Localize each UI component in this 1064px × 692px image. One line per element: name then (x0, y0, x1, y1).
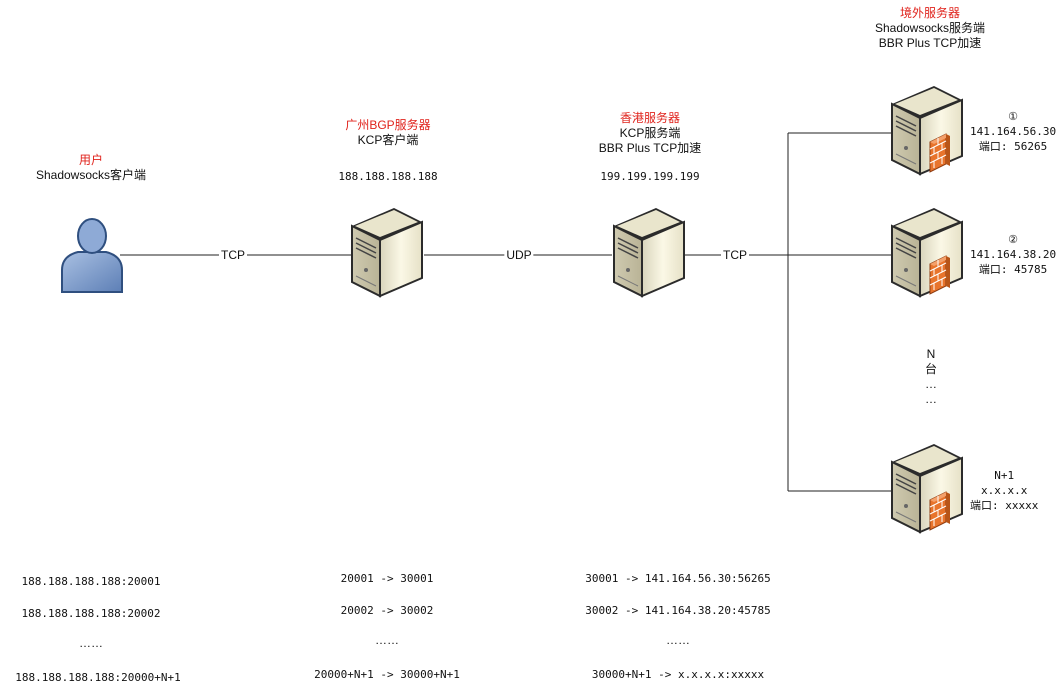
overseas-server-n1-icon (891, 443, 963, 533)
user-icon (61, 218, 123, 293)
hk-label: 香港服务器 KCP服务端 BBR Plus TCP加速 (599, 111, 701, 156)
hk-line2: BBR Plus TCP加速 (598, 141, 702, 155)
overseas-line2: BBR Plus TCP加速 (878, 36, 982, 50)
gz-ip: 188.188.188.188 (338, 170, 438, 183)
overseas-line1: Shadowsocks服务端 (874, 21, 986, 35)
server-2-port: 端口: 45785 (978, 263, 1048, 276)
server-1-info: ① 141.164.56.30 端口: 56265 (970, 109, 1056, 154)
tcp-label-2: TCP (721, 248, 749, 262)
udp-label: UDP (504, 248, 534, 262)
overseas-label: 境外服务器 Shadowsocks服务端 BBR Plus TCP加速 (875, 6, 985, 51)
user-label: 用户 Shadowsocks客户端 (36, 153, 146, 183)
overseas-server-2-icon (891, 207, 963, 297)
server-1-ip: 141.164.56.30 (970, 125, 1057, 138)
mapping-col2-row2: 20002 -> 30002 (340, 604, 434, 617)
n-servers-note: N 台 … … (924, 347, 938, 407)
mapping-col2-row3: …… (375, 633, 399, 647)
gz-server-icon (351, 207, 423, 297)
hk-server-icon (613, 207, 685, 297)
tai-label: 台 (924, 362, 937, 376)
gz-subtitle: KCP客户端 (357, 133, 419, 147)
tcp-label-1: TCP (219, 248, 247, 262)
overseas-title: 境外服务器 (899, 6, 961, 20)
mapping-col3-row1: 30001 -> 141.164.56.30:56265 (585, 572, 771, 585)
mapping-col1-row1: 188.188.188.188:20001 (21, 575, 161, 588)
server-2-ip: 141.164.38.20 (970, 248, 1057, 261)
server-n1-port: 端口: xxxxx (970, 499, 1039, 512)
hk-line1: KCP服务端 (619, 126, 681, 140)
hk-ip: 199.199.199.199 (600, 170, 700, 183)
server-n1-num: N+1 (994, 469, 1015, 482)
n-label: N (926, 347, 936, 361)
server-2-num: ② (1008, 233, 1018, 246)
server-2-info: ② 141.164.38.20 端口: 45785 (970, 232, 1056, 277)
server-n1-info: N+1 x.x.x.x 端口: xxxxx (970, 468, 1038, 513)
mapping-col2-row4: 20000+N+1 -> 30000+N+1 (314, 668, 460, 681)
server-1-num: ① (1008, 110, 1018, 123)
mapping-col3-row4: 30000+N+1 -> x.x.x.x:xxxxx (591, 668, 765, 681)
overseas-server-1-icon (891, 85, 963, 175)
mapping-col1-row4: 188.188.188.188:20000+N+1 (15, 671, 181, 684)
mapping-col1-row2: 188.188.188.188:20002 (21, 607, 161, 620)
server-n1-ip: x.x.x.x (981, 484, 1028, 497)
mapping-col3-row2: 30002 -> 141.164.38.20:45785 (585, 604, 771, 617)
ellipsis-2: … (925, 392, 937, 406)
mapping-col2-row1: 20001 -> 30001 (340, 572, 434, 585)
mapping-col1-row3: …… (79, 636, 103, 650)
gz-label: 广州BGP服务器 KCP客户端 (345, 118, 430, 148)
ellipsis-1: … (925, 377, 937, 391)
user-title: 用户 (78, 153, 104, 167)
server-1-port: 端口: 56265 (978, 140, 1048, 153)
gz-title: 广州BGP服务器 (345, 118, 431, 132)
hk-title: 香港服务器 (619, 111, 681, 125)
mapping-col3-row3: …… (666, 633, 690, 647)
user-subtitle: Shadowsocks客户端 (35, 168, 147, 182)
